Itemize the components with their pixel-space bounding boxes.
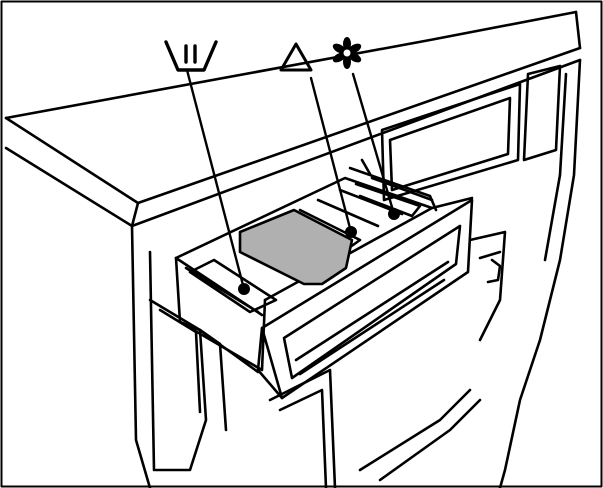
main-wash-leader-line <box>185 68 246 291</box>
machine-top <box>4 10 582 228</box>
asterisk-flower-icon <box>332 37 362 69</box>
bleach-marker-dot <box>345 226 357 238</box>
machine-body <box>130 58 582 488</box>
triangle-icon <box>279 42 313 72</box>
main-wash-tub-icon <box>164 40 218 72</box>
softener-marker-dot <box>388 208 400 220</box>
machine-recess-lines <box>198 328 482 482</box>
main-wash-marker-dot <box>238 283 250 295</box>
softener-leader-line <box>351 72 396 216</box>
main-wash-compartment-fill <box>238 208 354 286</box>
bleach-leader-line <box>309 76 353 234</box>
drawer-front <box>256 198 474 400</box>
